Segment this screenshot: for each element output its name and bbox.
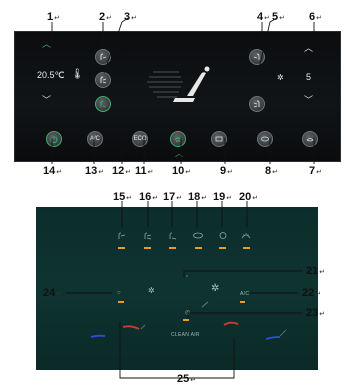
air-quality-button[interactable] [170, 131, 186, 147]
fan-up-chevron-icon[interactable]: ︿ [304, 44, 313, 53]
callout-8: 8↵ [265, 166, 278, 177]
airflow-face-feet-icon[interactable] [142, 231, 154, 240]
ac-button[interactable]: A/C [87, 131, 103, 147]
callout-24: 24↵ [43, 288, 62, 299]
indicator-17 [169, 247, 176, 249]
callout-tick-mark: ↵ [201, 195, 207, 202]
fan-icon: ✲ [277, 73, 284, 82]
callout-18: 18↵ [188, 192, 207, 203]
callout-tick-mark: ↵ [319, 311, 325, 318]
temp-down-chevron-icon[interactable]: ﹀ [42, 96, 51, 105]
rear-defrost-button[interactable] [211, 131, 227, 147]
callout-2: 2↵ [99, 12, 112, 23]
callout-tick-mark: ↵ [148, 169, 154, 176]
airflow-face-feet-button-right[interactable] [249, 96, 265, 112]
temp-up-chevron-icon[interactable]: ︿ [42, 40, 51, 49]
callout-tick-mark: ↵ [252, 195, 258, 202]
callout-tick-mark: ↵ [56, 169, 62, 176]
callout-tick-mark: ↵ [131, 15, 137, 22]
callout-22: 22↵ [302, 288, 321, 299]
left-temperature-slider[interactable] [89, 317, 149, 345]
callout-tick-mark: ↵ [56, 291, 62, 298]
callout-10: 10↵ [172, 166, 191, 177]
fresh-air-button[interactable] [302, 131, 318, 147]
indicator-15 [118, 247, 125, 249]
callout-25: 25↵ [177, 374, 196, 385]
fan-small-icon: ✲ [148, 286, 155, 295]
callout-tick-mark: ↵ [315, 291, 321, 298]
callout-tick-mark: ↵ [319, 269, 325, 276]
callout-9: 9↵ [220, 166, 233, 177]
indicator-20 [243, 247, 250, 249]
airflow-feet-icon[interactable] [167, 231, 179, 240]
callout-14: 14↵ [43, 166, 62, 177]
callout-11: 11↵ [135, 166, 154, 177]
indicator-16 [144, 247, 151, 249]
recirculation-button[interactable] [257, 131, 273, 147]
seat-airflow-graphic [135, 52, 225, 114]
left-temperature-readout: 20.5℃ [37, 70, 65, 81]
callout-tick-mark: ↵ [98, 169, 104, 176]
callout-20: 20↵ [239, 192, 258, 203]
airflow-face-icon[interactable] [116, 231, 128, 240]
callout-7: 7↵ [309, 166, 322, 177]
indicator-22 [240, 301, 245, 303]
callout-6: 6↵ [309, 12, 322, 23]
climate-control-panel-lower: ✲ ✲ ▫ ◎ A/C ○ CLEAN AIR [36, 207, 318, 370]
callout-tick-mark: ↵ [279, 15, 285, 22]
indicator-18 [195, 247, 202, 249]
callout-19: 19↵ [213, 192, 232, 203]
callout-1: 1↵ [47, 12, 60, 23]
airflow-face-feet-button-left[interactable] [95, 72, 111, 88]
fan-large-icon: ✲ [211, 283, 220, 294]
front-defrost-icon[interactable] [240, 231, 252, 240]
callout-15: 15↵ [113, 192, 132, 203]
right-temperature-slider[interactable] [220, 315, 300, 347]
icon-23: ◎ [185, 309, 191, 316]
callout-tick-mark: ↵ [54, 15, 60, 22]
airflow-feet-button-left[interactable] [95, 96, 111, 112]
indicator-23 [183, 319, 189, 321]
callout-21: 21↵ [306, 266, 325, 277]
callout-tick-mark: ↵ [316, 15, 322, 22]
callout-3: 3↵ [124, 12, 137, 23]
indicator-24 [118, 301, 124, 303]
callout-12: 12↵ [112, 166, 131, 177]
callout-tick-mark: ↵ [227, 169, 233, 176]
right-fan-level-readout: 5 [306, 72, 311, 82]
rear-defrost-icon[interactable] [217, 231, 229, 240]
clean-air-label: CLEAN AIR [171, 332, 200, 338]
ac-label: A/C [240, 291, 249, 297]
callout-tick-mark: ↵ [176, 195, 182, 202]
eco-button[interactable]: ECO [132, 131, 148, 147]
callout-tick-mark: ↵ [185, 169, 191, 176]
airflow-face-button-left[interactable] [95, 49, 111, 65]
callout-5: 5↵ [272, 12, 285, 23]
slider-mark [202, 302, 209, 308]
icon-21: ▫ [186, 274, 188, 280]
callout-tick-mark: ↵ [226, 195, 232, 202]
thermometer-icon: 🌡 [71, 69, 84, 80]
fan-down-chevron-icon[interactable]: ﹀ [304, 96, 313, 105]
recirculation-icon[interactable] [192, 231, 204, 240]
callout-4: 4↵ [257, 12, 270, 23]
callout-13: 13↵ [85, 166, 104, 177]
callout-tick-mark: ↵ [316, 169, 322, 176]
power-button[interactable] [46, 131, 62, 147]
climate-control-panel-upper: ︿ 20.5℃ 🌡 ﹀ ✲ ︿ 5 ﹀ A/C [14, 31, 341, 162]
callout-tick-mark: ↵ [126, 195, 132, 202]
air-quality-indicator-icon: ︿ [175, 150, 183, 158]
callout-17: 17↵ [163, 192, 182, 203]
power-icon[interactable]: ○ [117, 290, 121, 296]
callout-tick-mark: ↵ [264, 15, 270, 22]
callout-tick-mark: ↵ [190, 377, 196, 384]
callout-tick-mark: ↵ [272, 169, 278, 176]
callout-tick-mark: ↵ [152, 195, 158, 202]
callout-tick-mark: ↵ [106, 15, 112, 22]
indicator-19 [219, 247, 226, 249]
callout-23: 23↵ [306, 308, 325, 319]
callout-16: 16↵ [139, 192, 158, 203]
callout-tick-mark: ↵ [125, 169, 131, 176]
airflow-face-button-right[interactable] [249, 49, 265, 65]
